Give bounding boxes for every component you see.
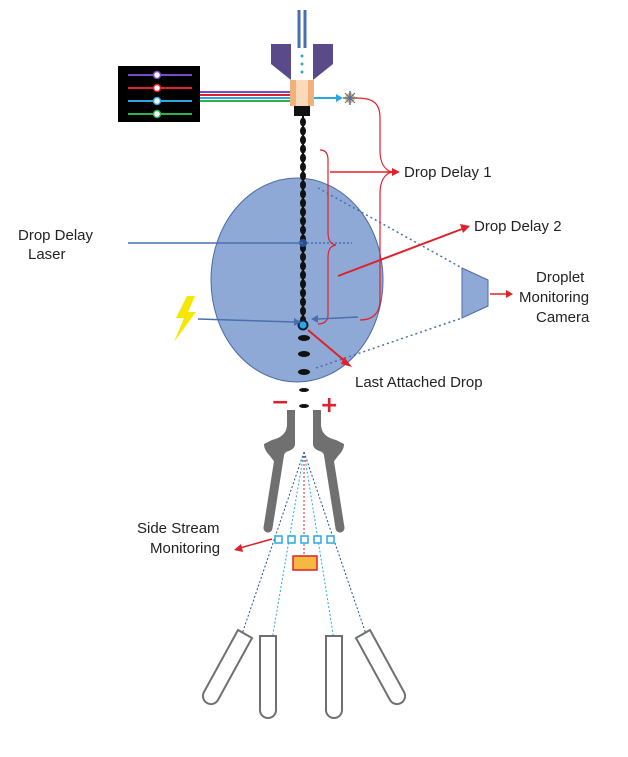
- laser-beams: [200, 91, 290, 102]
- lightning-bolt-icon: [174, 296, 196, 342]
- attached-drop: [300, 180, 306, 190]
- drop-delay-laser-label-line2: Laser: [28, 246, 66, 263]
- positive-charge-sign: +: [320, 393, 338, 418]
- last-attached-drop-arrow: [307, 329, 352, 367]
- attached-drop: [300, 252, 306, 262]
- drop-delay-2-label: Drop Delay 2: [474, 218, 562, 235]
- side-stream-label-line2: Monitoring: [150, 540, 220, 557]
- free-drop: [298, 369, 310, 375]
- attached-drop: [300, 261, 306, 271]
- sparkle-icon: [343, 91, 357, 105]
- attached-drop: [300, 216, 306, 226]
- attached-drop: [300, 126, 306, 136]
- attached-drop: [300, 279, 306, 289]
- camera-arrow: [490, 290, 513, 298]
- camera-pointer-arrow: [311, 315, 359, 323]
- scatter-light-arrow: [314, 94, 343, 102]
- last-attached-drop-label: Last Attached Drop: [355, 374, 483, 391]
- waste-aspirator: [292, 555, 318, 571]
- test-tube-icon: [259, 635, 277, 719]
- drop-delay-1-label: Drop Delay 1: [404, 164, 492, 181]
- attached-drop: [300, 135, 306, 145]
- attached-drop: [300, 288, 306, 298]
- test-tube-icon: [201, 628, 254, 706]
- camera-icon: [461, 267, 489, 319]
- charge-pointer-arrow: [197, 318, 301, 326]
- side-stream-monitor-boxes: [274, 535, 335, 544]
- attached-drop: [300, 144, 306, 154]
- camera-label-line2: Monitoring: [519, 289, 589, 306]
- camera-view-lines: [315, 187, 463, 369]
- side-streams: [239, 451, 369, 641]
- attached-drop: [300, 306, 306, 316]
- deflection-plates: [263, 410, 345, 533]
- attached-drop: [300, 189, 306, 199]
- negative-charge-sign: −: [271, 390, 289, 415]
- last-attached-drop-marker: [297, 319, 309, 331]
- test-tube-icon: [354, 628, 407, 706]
- free-drop: [299, 388, 309, 392]
- free-drop: [298, 335, 310, 341]
- flow-cell: [290, 80, 314, 116]
- side-stream-arrow: [234, 538, 273, 552]
- drop-delay-laser-label-line1: Drop Delay: [18, 227, 94, 244]
- attached-drop: [300, 225, 306, 235]
- camera-label-line3: Camera: [536, 309, 590, 326]
- side-stream-label-line1: Side Stream: [137, 520, 220, 537]
- attached-drop: [300, 117, 306, 127]
- test-tube-icon: [325, 635, 343, 719]
- sample-feed-line: [297, 10, 307, 48]
- free-drop: [298, 351, 310, 357]
- attached-drop: [300, 162, 306, 172]
- free-drop: [299, 404, 309, 408]
- camera-label-line1: Droplet: [536, 269, 585, 286]
- attached-drop: [300, 297, 306, 307]
- attached-drop: [300, 270, 306, 280]
- attached-drop: [300, 153, 306, 163]
- attached-drop: [300, 198, 306, 208]
- nozzle-icon: [271, 44, 333, 80]
- attached-drop: [300, 171, 306, 181]
- laser-module-icon: [118, 66, 200, 122]
- drop-delay-1-arrow: [330, 168, 400, 176]
- attached-drop: [300, 207, 306, 217]
- observation-chamber: [210, 177, 384, 383]
- drop-delay-2-arrow: [337, 224, 470, 277]
